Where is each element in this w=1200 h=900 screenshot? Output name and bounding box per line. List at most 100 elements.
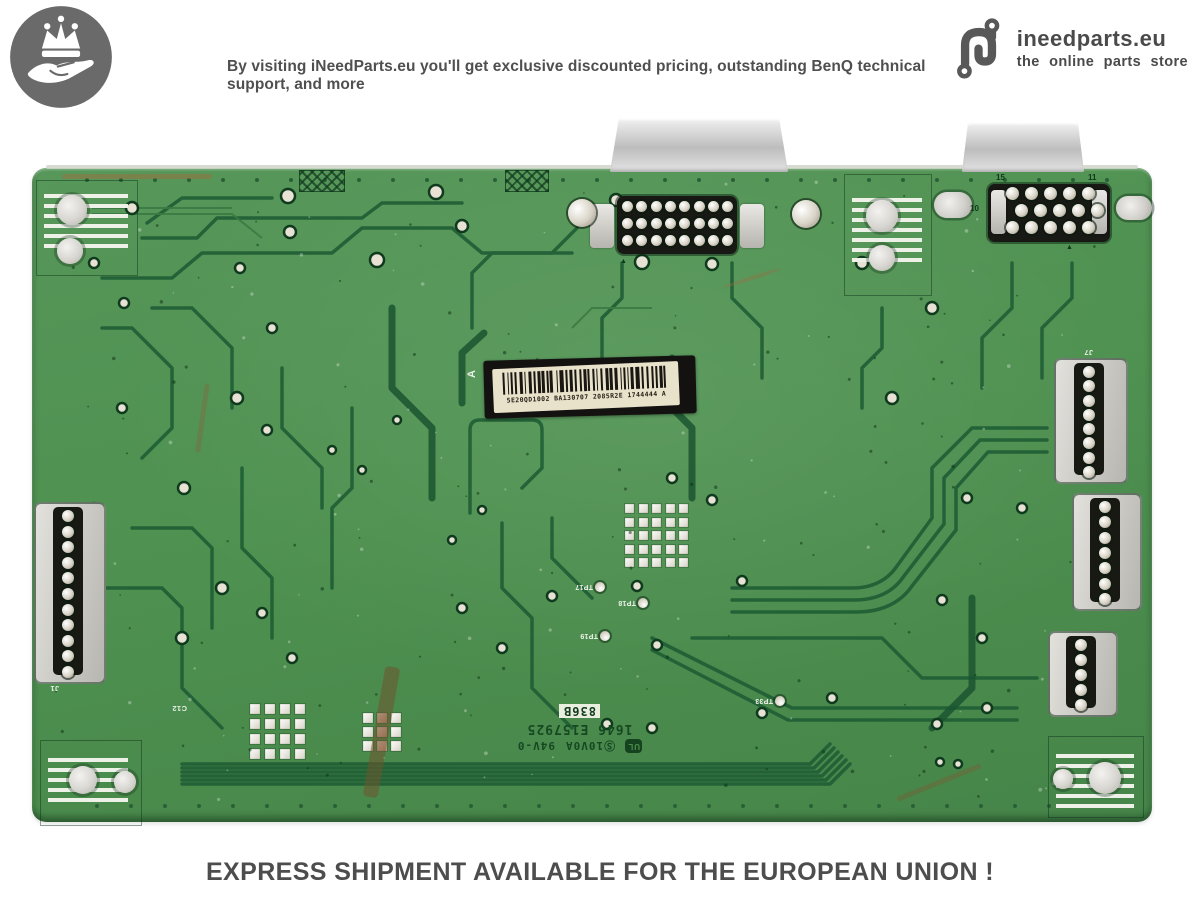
barcode-stripe <box>519 371 523 394</box>
barcode-stripe <box>620 367 623 390</box>
vga-pin <box>1044 221 1057 234</box>
ic-thermal-pad-grid <box>295 704 305 714</box>
right-connector-pin <box>1083 408 1095 421</box>
barcode-stripe <box>663 365 667 388</box>
ic-thermal-pad-grid <box>638 531 648 540</box>
barcode-stripe <box>592 368 596 391</box>
ic-thermal-pad-grid <box>625 544 634 554</box>
heatsink-stripes <box>44 194 128 254</box>
ul-logo-mark: UL <box>625 739 643 753</box>
right-connector-pin <box>1099 593 1111 605</box>
barcode-stripe <box>541 370 545 394</box>
ic-thermal-pad-grid <box>295 749 305 759</box>
test-point-label: TP19 <box>580 632 598 640</box>
barcode-stripe <box>574 369 577 392</box>
ic-thermal-pad-grid <box>679 544 688 554</box>
vga-pin <box>1053 204 1066 217</box>
right-connector-pin <box>1083 451 1095 464</box>
right-connector-pin <box>1075 639 1087 651</box>
ic-thermal-pad-grid <box>652 544 661 554</box>
right-connector-pin <box>1075 684 1087 696</box>
barcode-stripe <box>600 368 604 391</box>
ic-thermal-pad-grid <box>652 558 661 567</box>
dvi-connector-shell <box>610 118 788 172</box>
vga-pin <box>1082 187 1095 200</box>
barcode-stripe <box>532 371 537 394</box>
mount-region <box>36 180 138 276</box>
brand-name: ineedparts.eu <box>1016 26 1167 51</box>
dvi-pin <box>650 201 662 212</box>
right-connector-pin <box>1083 366 1095 378</box>
dvi-pin <box>664 201 676 212</box>
right-connector-pin <box>1099 547 1111 559</box>
ic-thermal-pad-grid <box>363 713 373 723</box>
ic-thermal-pad-grid <box>625 531 634 540</box>
ic-thermal-pad-grid <box>363 741 373 751</box>
label-side-mark: A <box>465 370 478 378</box>
test-point-label: TP18 <box>618 599 636 607</box>
vga-pin <box>1006 221 1019 234</box>
barcode-stripe <box>614 367 619 390</box>
ic-thermal-pad-grid <box>295 734 305 744</box>
right-connector-pin <box>1099 501 1111 513</box>
ic-thermal-pad-grid <box>625 504 634 513</box>
barcode-stripe <box>587 368 591 391</box>
vga-connector-shell <box>962 122 1084 172</box>
dvi-pin <box>636 235 648 246</box>
lvds-connector-pin <box>62 572 74 585</box>
silkscreen-date-code: 836B <box>559 704 600 718</box>
pin1-triangle-mark: ▲ <box>620 258 627 265</box>
dvi-pin <box>707 201 719 212</box>
mount-region <box>40 740 142 826</box>
dvi-pin <box>664 235 676 246</box>
barcode-stripe <box>548 370 554 393</box>
vga-mount-lug <box>991 190 1006 234</box>
vga-pin <box>1034 204 1047 217</box>
barcode-stripe <box>556 370 559 393</box>
ic-thermal-pad-grid <box>265 734 275 744</box>
right-connector-pin <box>1083 437 1095 450</box>
ic-thermal-pad-grid <box>265 749 275 759</box>
lvds-connector-pin <box>62 603 74 616</box>
right-connector-pin <box>1075 654 1087 666</box>
vga-pin <box>1091 204 1104 217</box>
vga-pin <box>1082 221 1095 234</box>
hatch-region <box>299 170 345 192</box>
vga-pin <box>1044 187 1057 200</box>
dvi-pin <box>693 218 705 229</box>
test-point-label: TP17 <box>575 583 593 591</box>
ic-thermal-pad-grid <box>625 517 634 527</box>
pcb-copper-traces <box>54 178 1124 808</box>
barcode-stripe <box>626 367 629 390</box>
mount-region <box>844 174 932 296</box>
dvi-pin <box>707 218 719 229</box>
dvi-pin <box>693 201 705 212</box>
barcode-stripe <box>564 369 569 392</box>
vga-pin-label: 10 <box>970 204 979 213</box>
mount-hole-pad <box>1089 762 1121 794</box>
ic-thermal-pad-grid <box>250 734 260 744</box>
ic-thermal-pad-grid <box>652 517 661 527</box>
lvds-connector-pin <box>62 588 74 600</box>
vga-pin-label: 15 <box>996 173 1005 182</box>
barcode-label: 5E20QD1002 BA130707 2085R2E 1744444 A <box>483 355 697 419</box>
barcode-stripe <box>609 367 614 391</box>
mount-hole-pad <box>1053 769 1073 789</box>
silkscreen-cert-block: UL Ⓢ10V0A 94V-0 1646 E157925 836B <box>477 702 682 754</box>
ic-thermal-pad-grid <box>665 558 675 567</box>
vga-mount-pad <box>1116 196 1152 220</box>
mount-pad <box>568 199 596 227</box>
test-point: TP33 <box>755 696 785 706</box>
pcb-top-edge <box>46 165 1138 169</box>
dvi-pin <box>622 201 633 212</box>
right-connector-pin <box>1099 531 1111 544</box>
dvi-pin <box>722 218 734 229</box>
mount-hole-pad <box>57 195 87 225</box>
vga-pin <box>1025 187 1038 200</box>
lvds-connector-pin <box>62 541 74 554</box>
ic-thermal-pad-grid <box>250 749 260 759</box>
ic-thermal-pad-grid <box>280 734 290 744</box>
lvds-connector-pin <box>62 525 74 538</box>
barcode-stripe <box>605 368 609 391</box>
